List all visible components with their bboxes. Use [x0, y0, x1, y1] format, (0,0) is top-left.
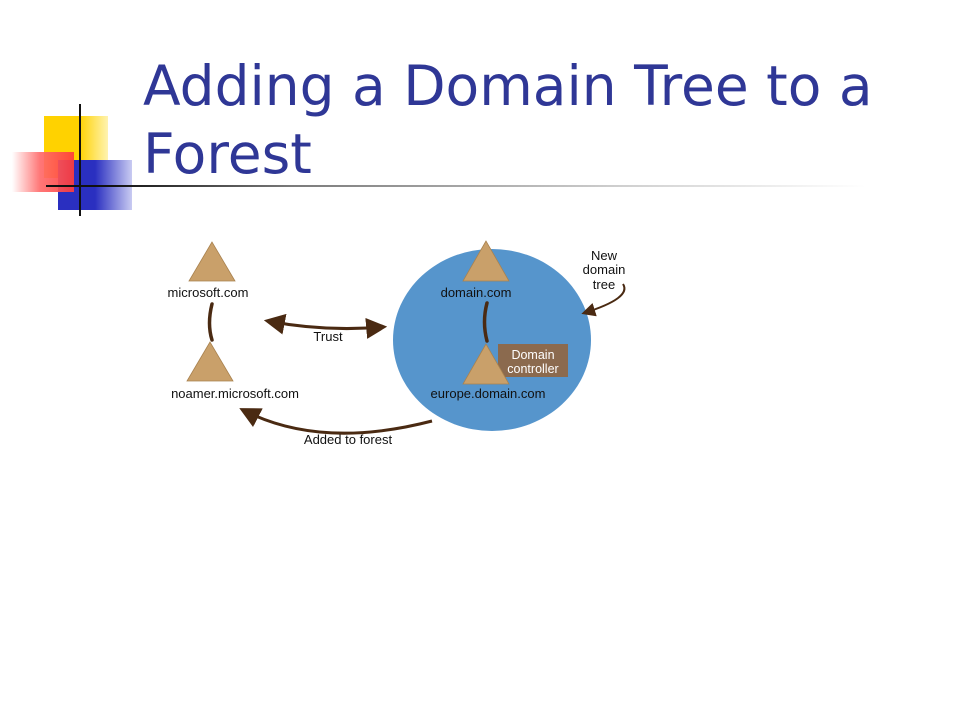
title-line-2: Forest — [143, 122, 312, 186]
title-line-1: Adding a Domain Tree to a — [143, 54, 873, 118]
domain-tree-circle — [393, 249, 591, 431]
domain-controller-box — [498, 344, 568, 377]
microsoft-label: microsoft.com — [168, 285, 249, 300]
domain-label: domain.com — [441, 285, 512, 300]
noamer-label: noamer.microsoft.com — [171, 386, 299, 401]
domain-triangle — [462, 240, 510, 282]
domain-controller-label-1: Domain — [511, 348, 554, 362]
logo-vertical-line — [79, 104, 81, 216]
forest-diagram: Domain controller microsoft.com noamer.m… — [168, 240, 626, 447]
europe-triangle — [462, 343, 510, 385]
added-to-forest-label: Added to forest — [304, 432, 393, 447]
trust-label: Trust — [313, 329, 343, 344]
new-domain-tree-arrow — [581, 283, 626, 317]
europe-label: europe.domain.com — [431, 386, 546, 401]
slide-title: Adding a Domain Tree to a Forest — [143, 52, 923, 188]
trust-arrow — [263, 313, 388, 339]
domain-europe-connector — [482, 301, 489, 343]
microsoft-triangle — [188, 241, 236, 282]
new-domain-tree-label-2: domain — [583, 262, 626, 277]
domain-controller-label-2: controller — [507, 362, 558, 376]
new-domain-tree-label-3: tree — [593, 277, 615, 292]
microsoft-noamer-connector — [207, 302, 214, 342]
title-underline — [46, 185, 866, 187]
new-domain-tree-label-1: New — [591, 248, 618, 263]
noamer-triangle — [186, 341, 234, 382]
added-to-forest-arrow — [239, 408, 433, 435]
